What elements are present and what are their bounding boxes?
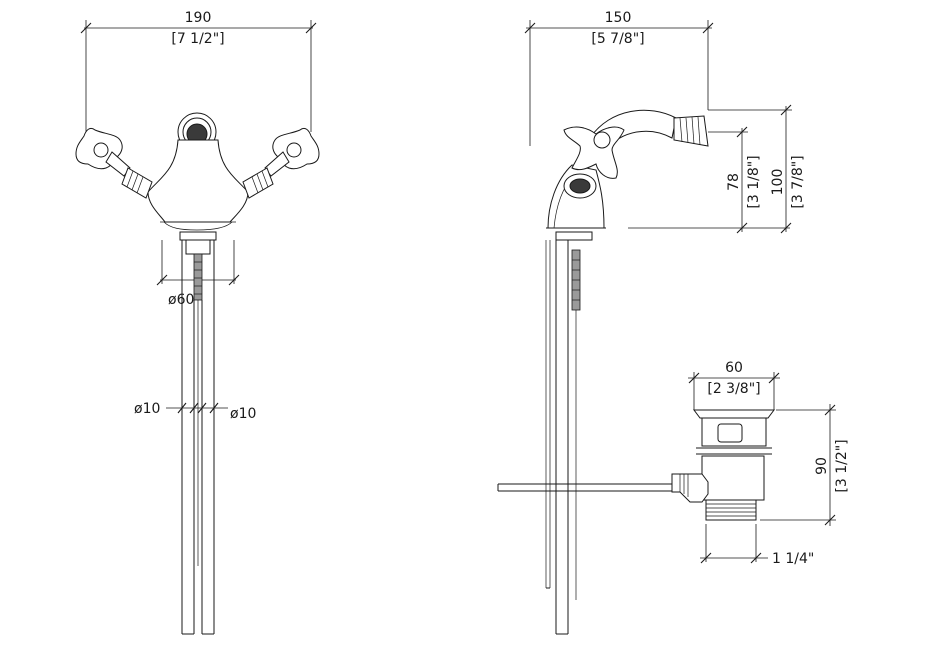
waste-width-dimension: 60 [2 3/8"] <box>688 360 780 410</box>
waste-body <box>497 409 775 521</box>
side-view: 150 [5 7/8"] <box>524 10 806 635</box>
side-depth-in: [5 7/8"] <box>591 31 644 47</box>
waste-height-dimension: 90 [3 1/2"] <box>760 404 850 526</box>
waste-detail: 60 [2 3/8"] <box>497 360 850 567</box>
faucet-body <box>147 139 249 231</box>
waste-thread-dimension: 1 1/4" <box>700 524 814 567</box>
threaded-rod <box>193 253 203 301</box>
side-depth-dimension: 150 [5 7/8"] <box>524 10 714 146</box>
total-height-dimension: 100 [3 7/8"] <box>708 104 806 234</box>
pipe-dia-left-label: ø10 <box>134 401 160 417</box>
spout-height-in: [3 1/8"] <box>746 155 762 208</box>
waste-height-in: [3 1/2"] <box>834 439 850 492</box>
front-view: 190 [7 1/2"] <box>75 10 320 635</box>
left-handle <box>75 127 153 199</box>
pipe-dia-right-label: ø10 <box>230 406 256 422</box>
right-handle <box>242 127 320 199</box>
waste-width-mm: 60 <box>725 360 743 376</box>
side-body <box>546 109 709 241</box>
waste-thread-label: 1 1/4" <box>772 551 814 567</box>
total-height-in: [3 7/8"] <box>790 155 806 208</box>
supply-pipes-side <box>545 240 581 635</box>
front-width-mm: 190 <box>185 10 212 26</box>
base-diameter-label: ø60 <box>168 292 194 308</box>
pipe-diameter-dimension: ø10 ø10 <box>134 401 256 422</box>
side-depth-mm: 150 <box>605 10 632 26</box>
front-base-nut <box>179 231 217 255</box>
front-width-in: [7 1/2"] <box>171 31 224 47</box>
waste-height-mm: 90 <box>814 457 830 475</box>
front-width-dimension: 190 [7 1/2"] <box>80 10 317 132</box>
spout-height-mm: 78 <box>726 173 742 191</box>
waste-width-in: [2 3/8"] <box>707 381 760 397</box>
total-height-mm: 100 <box>770 169 786 196</box>
supply-pipes-front <box>181 240 215 635</box>
spout-height-dimension: 78 [3 1/8"] <box>628 126 790 234</box>
